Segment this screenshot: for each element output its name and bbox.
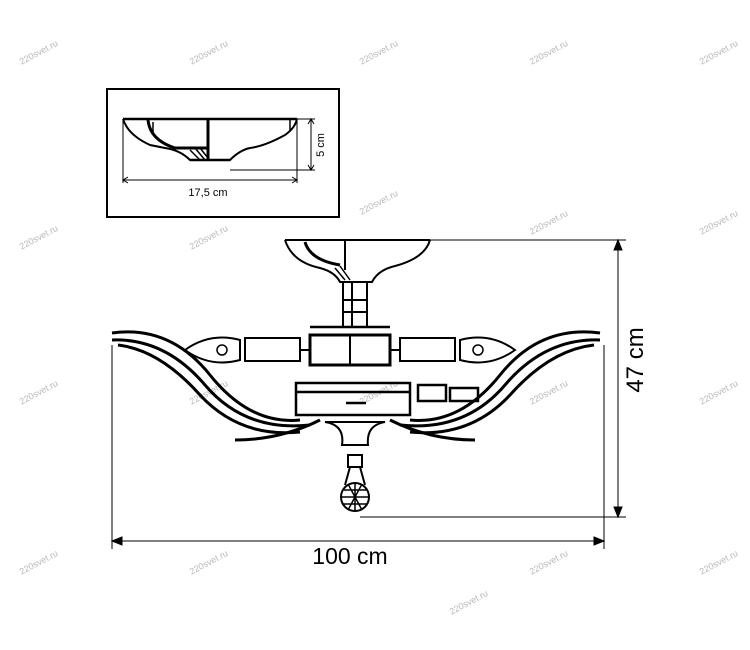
stem — [342, 281, 368, 328]
watermark-text: 220svet.ru — [698, 208, 740, 237]
left-arms — [111, 330, 321, 442]
finial — [324, 421, 386, 486]
upper-candle-row — [183, 333, 517, 367]
watermark-text: 220svet.ru — [188, 223, 230, 252]
watermark-text: 220svet.ru — [698, 548, 740, 577]
lower-hub — [294, 381, 480, 417]
watermark-text: 220svet.ru — [528, 38, 570, 67]
watermark-text: 220svet.ru — [358, 188, 400, 217]
watermark-text: 220svet.ru — [188, 38, 230, 67]
inset-width-label: 17,5 cm — [188, 187, 227, 199]
height-dimension — [360, 238, 626, 519]
left-flame-bulb — [183, 336, 241, 364]
chandelier-drawing — [111, 239, 601, 512]
right-socket — [399, 337, 456, 362]
watermark-text: 220svet.ru — [528, 378, 570, 407]
inset-height-label: 5 cm — [315, 133, 327, 157]
crystal-ball — [340, 482, 370, 512]
watermark-text: 220svet.ru — [18, 378, 60, 407]
height-label: 47 cm — [622, 327, 649, 392]
watermark-text: 220svet.ru — [698, 38, 740, 67]
inset-height-dimension — [230, 118, 315, 171]
watermark-text: 220svet.ru — [18, 38, 60, 67]
watermark-text: 220svet.ru — [698, 378, 740, 407]
watermark-text: 220svet.ru — [528, 208, 570, 237]
watermark-text: 220svet.ru — [18, 548, 60, 577]
right-arms — [389, 330, 601, 442]
inset-width-dimension — [122, 119, 298, 184]
canopy-detail-inset: 5 cm 17,5 cm — [106, 88, 340, 218]
width-dimension — [110, 345, 606, 549]
width-label: 100 cm — [312, 543, 387, 569]
left-socket — [244, 337, 301, 362]
inset-frame — [106, 88, 340, 218]
right-flame-bulb — [459, 336, 517, 364]
watermark-text: 220svet.ru — [448, 588, 490, 617]
ceiling-canopy — [284, 239, 431, 283]
watermark-text: 220svet.ru — [358, 38, 400, 67]
watermark-text: 220svet.ru — [188, 548, 230, 577]
watermark-text: 220svet.ru — [528, 548, 570, 577]
watermark-text: 220svet.ru — [18, 223, 60, 252]
canopy-cup-drawing — [122, 117, 298, 162]
